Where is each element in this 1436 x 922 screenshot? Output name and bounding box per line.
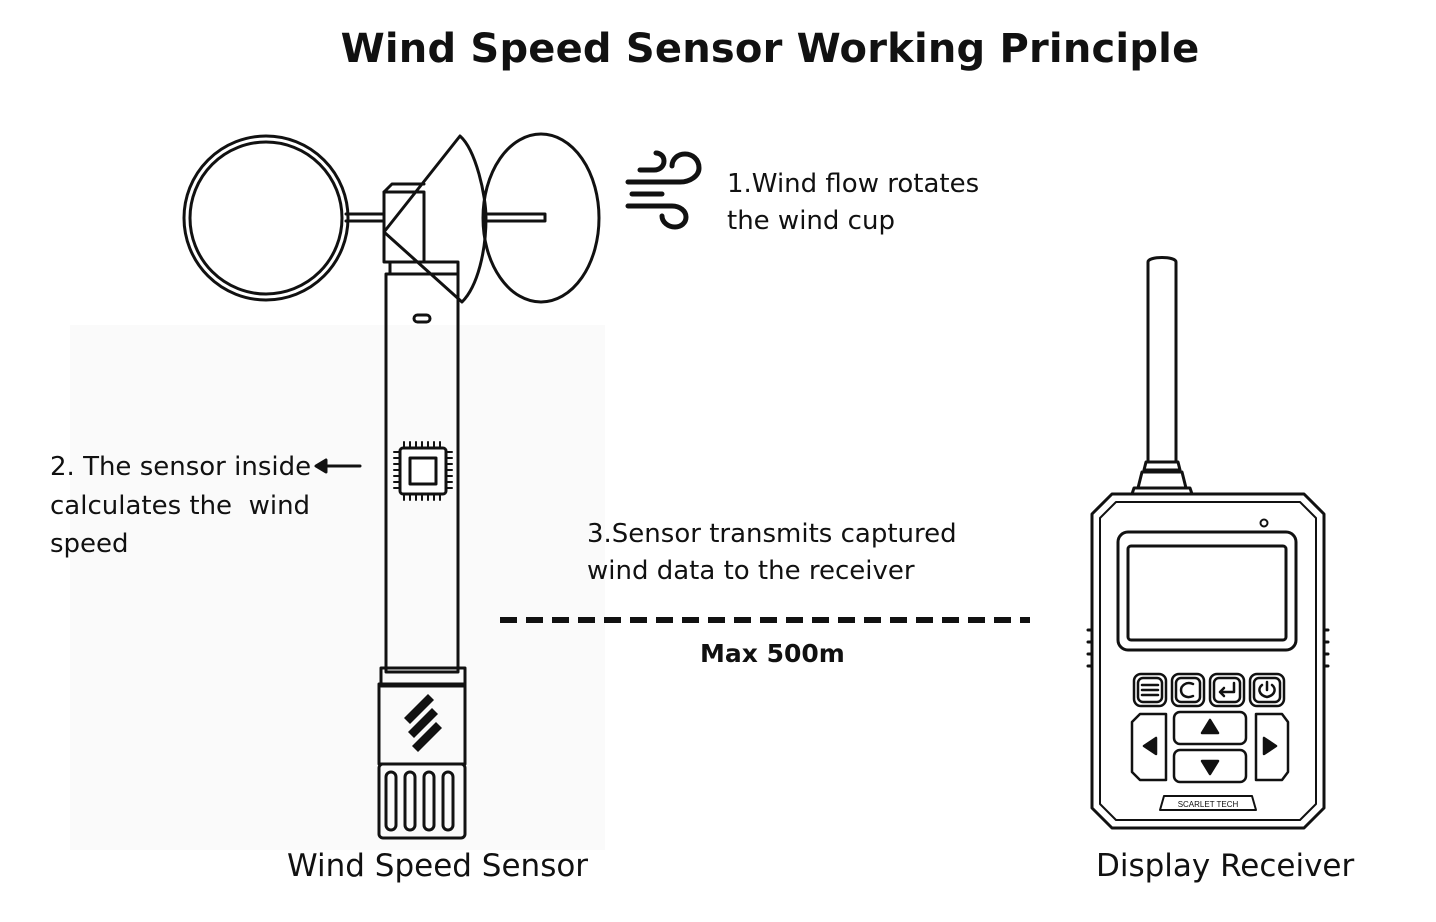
- wind-cup-right: [481, 132, 601, 304]
- step-2-text: 2. The sensor inside calculates the wind…: [50, 448, 311, 564]
- step-3-text: 3.Sensor transmits captured wind data to…: [587, 516, 957, 590]
- receiver-caption: Display Receiver: [1096, 848, 1355, 884]
- display-receiver-illustration: SCARLET TECH: [1086, 256, 1330, 830]
- page-title: Wind Speed Sensor Working Principle: [340, 26, 1200, 72]
- step-2-line-3: speed: [50, 529, 129, 559]
- receiver-brand: SCARLET TECH: [1178, 800, 1239, 809]
- step-1-line-2: the wind cup: [727, 206, 895, 236]
- wind-icon: [625, 150, 702, 230]
- sensor-caption: Wind Speed Sensor: [287, 848, 589, 884]
- scarlet-logo-icon: [404, 694, 442, 752]
- step-2-line-1: 2. The sensor inside: [50, 452, 312, 482]
- sensor-body: [377, 272, 467, 840]
- chip-icon: [393, 441, 453, 501]
- wind-speed-sensor-illustration: [182, 132, 601, 840]
- arrow-left-icon: [314, 458, 362, 474]
- receiver-buttons: [1130, 672, 1290, 784]
- receiver-case: [1090, 492, 1326, 830]
- range-label: Max 500m: [700, 639, 845, 668]
- step-3-line-2: wind data to the receiver: [587, 556, 915, 586]
- receiver-screen: [1116, 530, 1298, 652]
- rotor-hub: [382, 182, 460, 276]
- step-1-line-1: 1.Wind flow rotates: [727, 169, 980, 199]
- wind-cup-left: [182, 134, 386, 302]
- wind-cup-center: [382, 134, 488, 304]
- antenna: [1130, 256, 1194, 496]
- step-2-line-2: calculates the wind: [50, 490, 311, 521]
- step-3-line-1: 3.Sensor transmits captured: [587, 519, 957, 549]
- step-1-text: 1.Wind flow rotates the wind cup: [727, 166, 979, 240]
- sensor-backdrop: [70, 325, 605, 850]
